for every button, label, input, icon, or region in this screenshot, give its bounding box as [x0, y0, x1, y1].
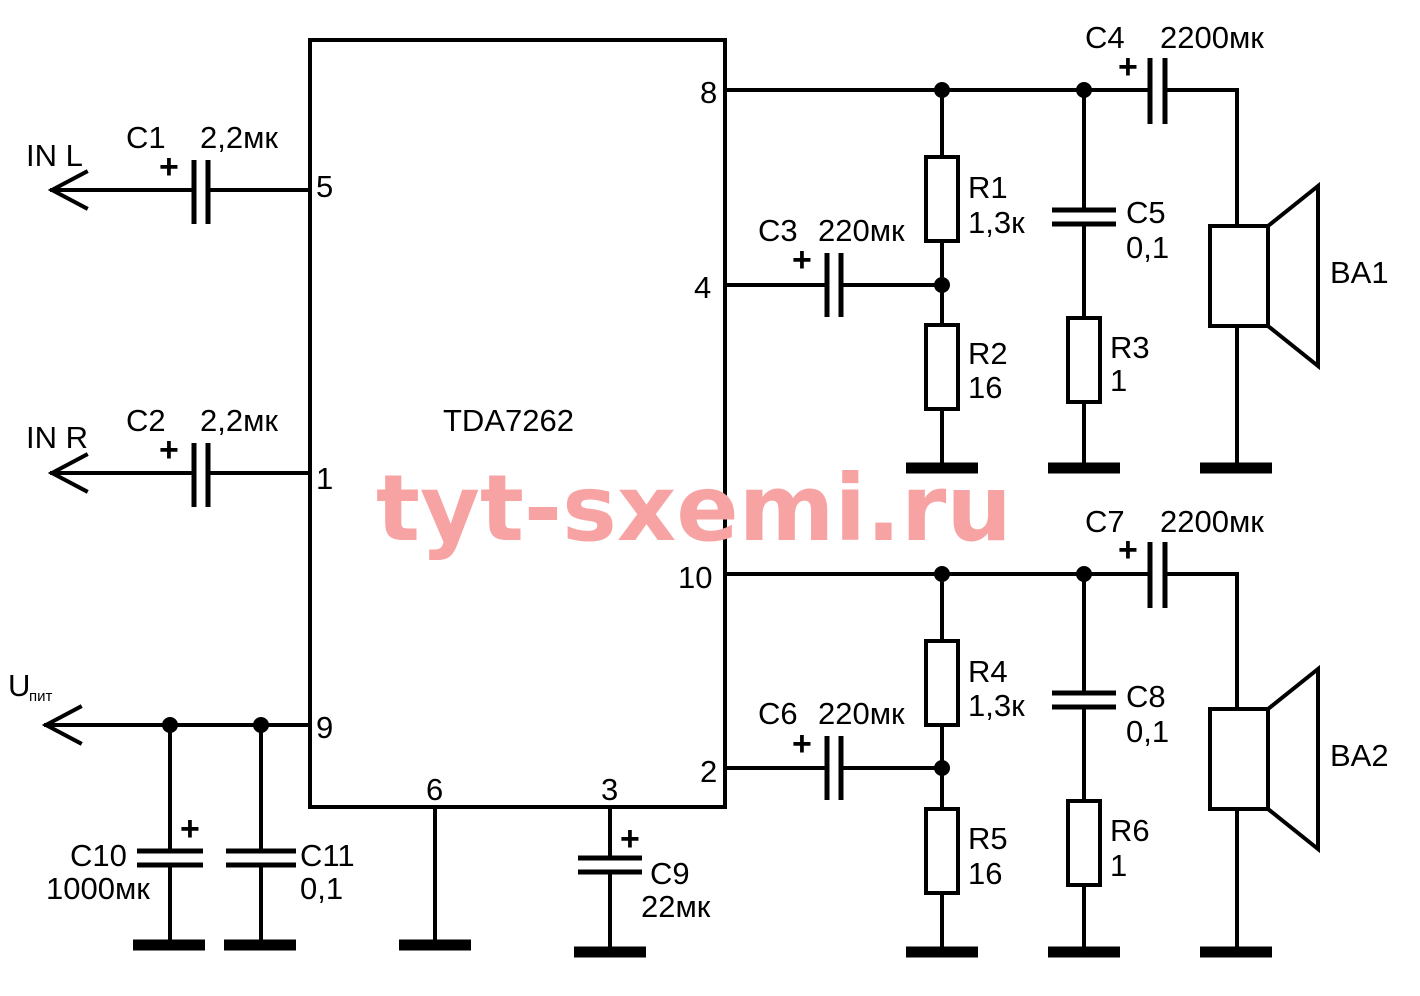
svg-text:2200мк: 2200мк [1160, 504, 1264, 539]
svg-text:+: + [159, 148, 179, 186]
svg-text:IN L: IN L [26, 138, 83, 173]
svg-text:+: + [792, 241, 812, 279]
svg-text:1000мк: 1000мк [46, 871, 150, 906]
ic-tda7262-body [308, 38, 727, 809]
pin-5-label: 5 [316, 169, 333, 204]
pin-6-ground [399, 805, 471, 951]
svg-text:0,1: 0,1 [300, 871, 343, 906]
svg-text:16: 16 [968, 856, 1002, 891]
svg-text:R5: R5 [968, 821, 1008, 856]
svg-text:U: U [8, 668, 30, 703]
svg-text:1,3к: 1,3к [968, 688, 1025, 723]
capacitor-c5: C5 0,1 [1052, 88, 1169, 320]
svg-text:BA2: BA2 [1330, 738, 1389, 773]
resistor-r4: R4 1,3к [924, 572, 1025, 811]
capacitor-c6: + C6 220мк [723, 696, 944, 800]
pin-8-label: 8 [700, 75, 717, 110]
pin-3-label: 3 [601, 772, 618, 807]
resistor-r2: R2 16 [906, 323, 1008, 474]
svg-text:1: 1 [1110, 848, 1127, 883]
svg-text:C10: C10 [70, 838, 127, 873]
svg-text:R3: R3 [1110, 330, 1150, 365]
svg-text:C9: C9 [650, 856, 690, 891]
svg-text:0,1: 0,1 [1126, 230, 1169, 265]
svg-text:2,2мк: 2,2мк [200, 120, 278, 155]
svg-text:22мк: 22мк [641, 889, 711, 924]
svg-text:BA1: BA1 [1330, 255, 1389, 290]
svg-text:C5: C5 [1126, 195, 1166, 230]
svg-text:1: 1 [1110, 363, 1127, 398]
input-right-terminal: IN R [26, 420, 195, 494]
speaker-ba2: BA2 [1200, 664, 1389, 958]
pin-4-label: 4 [694, 270, 711, 305]
svg-text:+: + [792, 725, 812, 763]
svg-text:+: + [159, 431, 179, 469]
svg-text:+: + [180, 810, 200, 848]
svg-text:220мк: 220мк [818, 696, 905, 731]
capacitor-c7: + C7 2200мк [1085, 504, 1264, 711]
svg-text:2,2мк: 2,2мк [200, 403, 278, 438]
svg-text:пит: пит [29, 688, 53, 705]
pin-1-label: 1 [316, 461, 333, 496]
svg-text:C2: C2 [126, 403, 166, 438]
svg-text:R2: R2 [968, 336, 1008, 371]
svg-text:C4: C4 [1085, 20, 1125, 55]
capacitor-c11: C11 0,1 [224, 723, 355, 951]
resistor-r5: R5 16 [906, 807, 1008, 958]
ic-label: TDA7262 [443, 403, 574, 438]
svg-text:220мк: 220мк [818, 213, 905, 248]
pin-2-label: 2 [700, 754, 717, 789]
speaker-ba1: BA1 [1200, 181, 1389, 474]
pin-10-label: 10 [678, 560, 712, 595]
svg-text:R4: R4 [968, 654, 1008, 689]
resistor-r6: R6 1 [1048, 799, 1150, 958]
svg-text:C8: C8 [1126, 679, 1166, 714]
capacitor-c4: + C4 2200мк [1085, 20, 1264, 228]
input-left-terminal: IN L [26, 138, 195, 211]
watermark-text: tyt-sxemi.ru [376, 455, 1012, 562]
svg-text:C7: C7 [1085, 504, 1125, 539]
svg-text:IN R: IN R [26, 420, 88, 455]
svg-text:0,1: 0,1 [1126, 714, 1169, 749]
pin-6-label: 6 [426, 772, 443, 807]
resistor-r3: R3 1 [1048, 316, 1150, 474]
svg-text:+: + [1118, 48, 1138, 86]
supply-terminal: U пит [8, 668, 312, 746]
svg-text:C11: C11 [300, 838, 355, 873]
capacitor-c3: + C3 220мк [723, 213, 944, 317]
svg-text:C3: C3 [758, 213, 798, 248]
capacitor-c9: + C9 22мк [574, 805, 711, 958]
svg-text:R6: R6 [1110, 813, 1150, 848]
capacitor-c10: + C10 1000мк [46, 723, 205, 951]
svg-text:+: + [1118, 531, 1138, 569]
pin-9-label: 9 [316, 710, 333, 745]
capacitor-c2: + C2 2,2мк [126, 403, 312, 507]
svg-text:16: 16 [968, 370, 1002, 405]
svg-text:+: + [620, 820, 640, 858]
capacitor-c1: + C1 2,2мк [126, 120, 312, 224]
svg-text:C1: C1 [126, 120, 166, 155]
svg-text:2200мк: 2200мк [1160, 20, 1264, 55]
svg-text:1,3к: 1,3к [968, 205, 1025, 240]
capacitor-c8: C8 0,1 [1052, 572, 1169, 803]
svg-text:C6: C6 [758, 696, 798, 731]
svg-text:R1: R1 [968, 170, 1008, 205]
